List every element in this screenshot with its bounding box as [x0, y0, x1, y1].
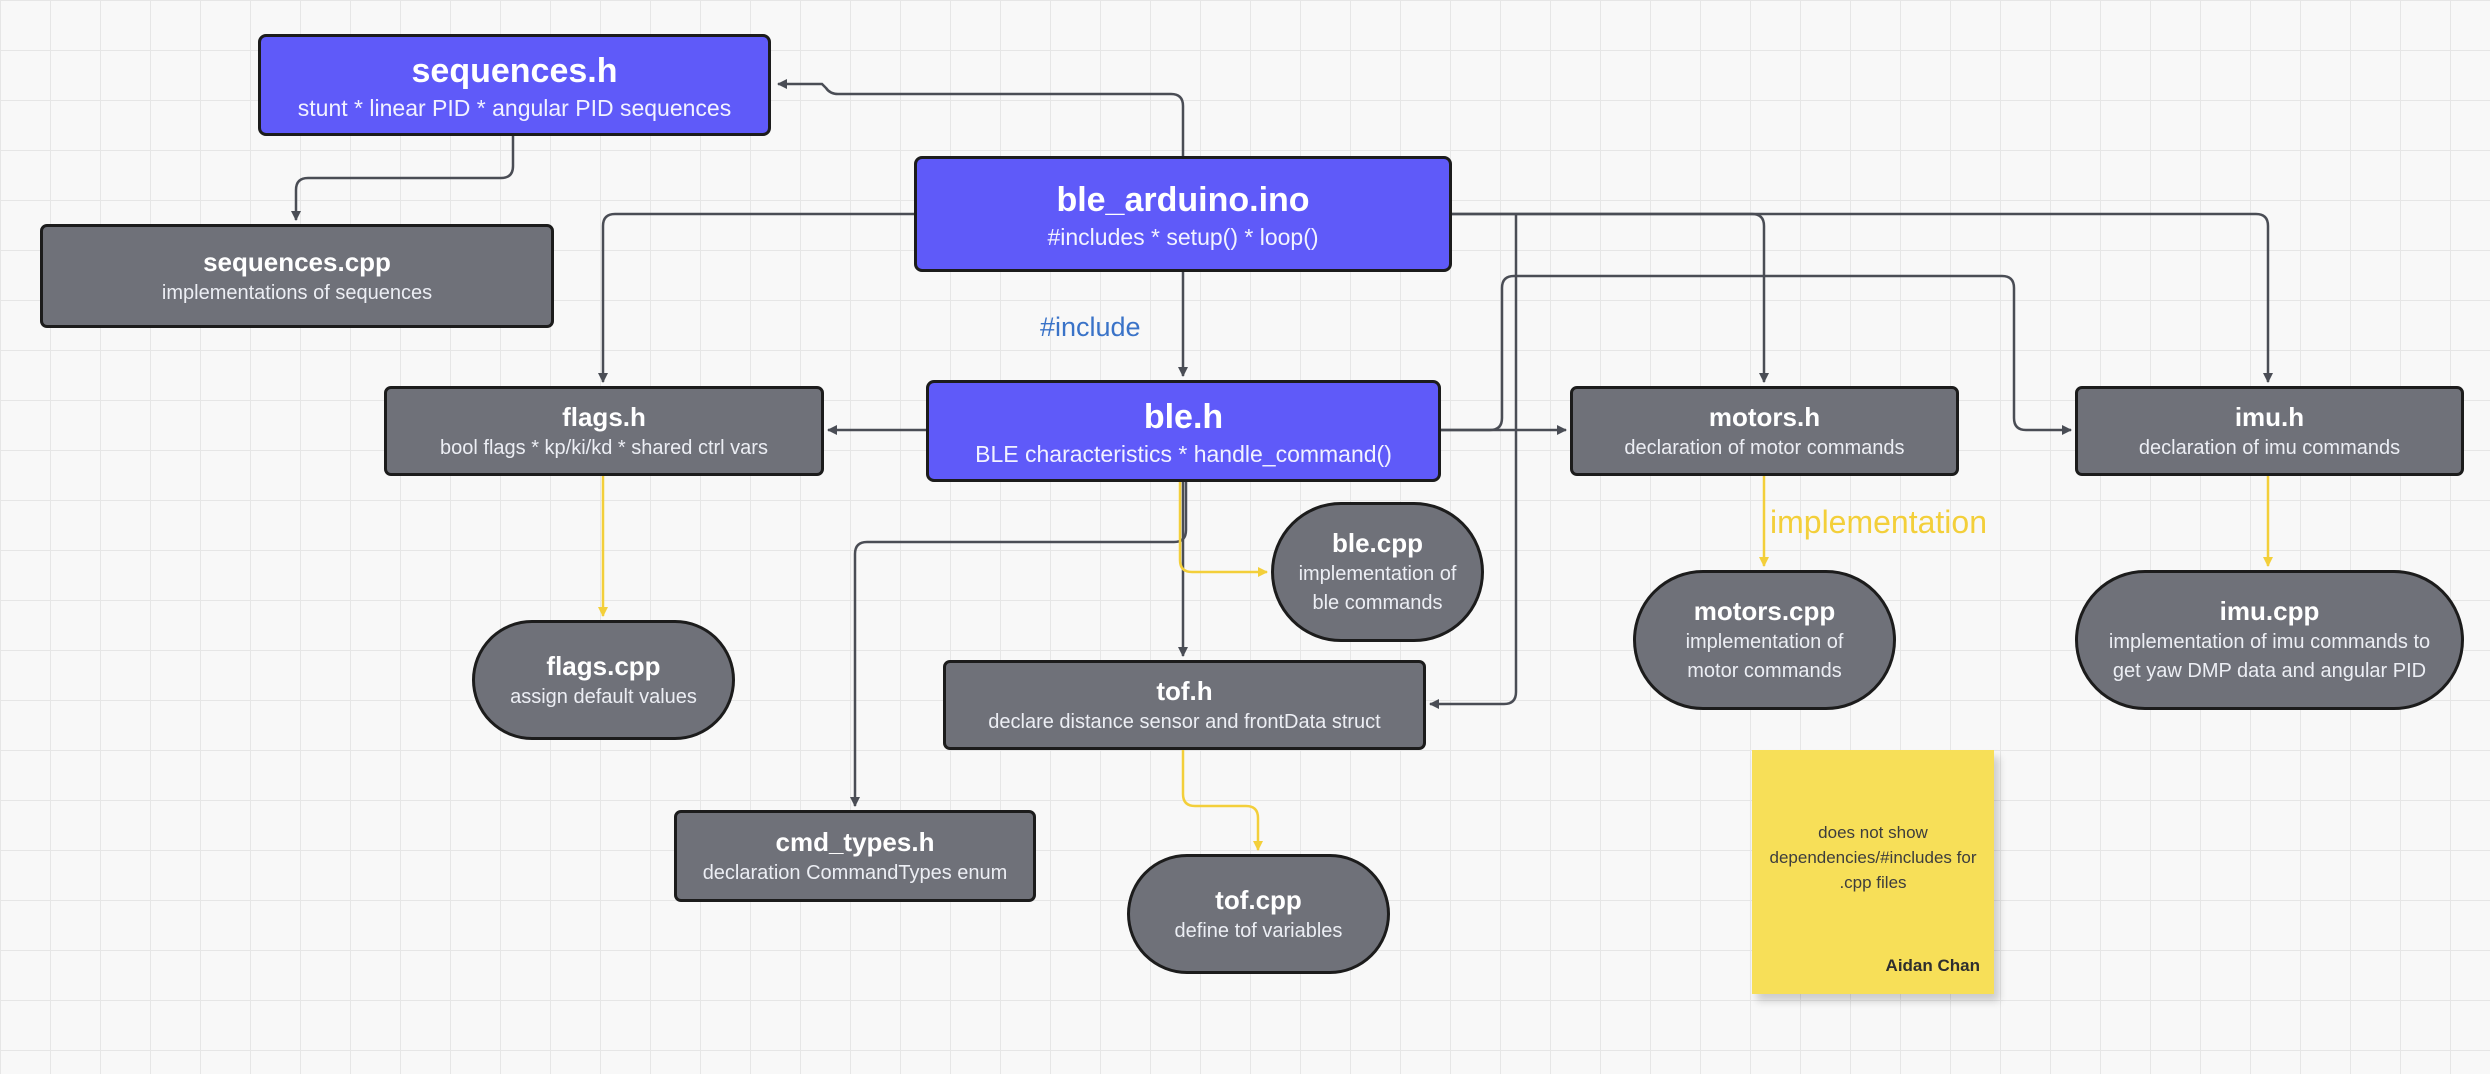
node-title: ble.h [1143, 397, 1224, 436]
node-desc: implementation of motor commands [1685, 631, 1844, 682]
node-title: motors.h [1708, 401, 1821, 432]
node-desc: BLE characteristics * handle_command() [975, 440, 1392, 467]
edge-ble-arduino-to-sequences-h [777, 79, 1185, 156]
edge-label-include: #include [1040, 312, 1141, 342]
node-flags-h[interactable]: flags.h bool flags * kp/ki/kd * shared c… [384, 386, 824, 476]
node-motors-h[interactable]: motors.h declaration of motor commands [1570, 386, 1959, 476]
node-sequences-cpp[interactable]: sequences.cpp implementations of sequenc… [40, 224, 554, 328]
node-imu-h[interactable]: imu.h declaration of imu commands [2075, 386, 2464, 476]
node-title: tof.cpp [1215, 884, 1302, 915]
node-desc: declare distance sensor and frontData st… [988, 710, 1381, 733]
node-ble-h[interactable]: ble.h BLE characteristics * handle_comma… [926, 380, 1441, 482]
node-sequences-h[interactable]: sequences.h stunt * linear PID * angular… [258, 34, 771, 136]
node-desc: stunt * linear PID * angular PID sequenc… [297, 94, 732, 121]
node-title: imu.h [2234, 401, 2305, 432]
node-cmd-types-h[interactable]: cmd_types.h declaration CommandTypes enu… [674, 810, 1036, 902]
node-title: flags.h [562, 401, 646, 432]
sticky-note-author: Aidan Chan [1885, 956, 1980, 975]
edge-ble-arduino-to-tof-h [1429, 214, 1518, 709]
edge-ble-arduino-to-imu-h [1452, 212, 2273, 383]
node-tof-h[interactable]: tof.h declare distance sensor and frontD… [943, 660, 1426, 750]
edge-ble-h-to-cmd-types-h [850, 482, 1188, 807]
edge-label-implementation: implementation [1770, 504, 1987, 540]
edge-sequences-h-to-sequences-cpp [291, 136, 515, 221]
edge-ble-h-to-ble-cpp [1178, 482, 1268, 577]
node-title: flags.cpp [546, 650, 661, 681]
node-title: motors.cpp [1693, 596, 1836, 626]
edge-ble-h-to-imu-h [1441, 274, 2072, 435]
node-title: imu.cpp [2219, 596, 2320, 626]
node-desc: declaration CommandTypes enum [702, 861, 1008, 884]
edge-tof-h-to-tof-cpp [1181, 750, 1263, 851]
node-desc: assign default values [510, 685, 697, 708]
node-desc: declaration of imu commands [2138, 436, 2401, 459]
node-flags-cpp[interactable]: flags.cpp assign default values [472, 620, 735, 740]
node-ble-arduino-ino[interactable]: ble_arduino.ino #includes * setup() * lo… [914, 156, 1452, 272]
node-desc: implementation of ble commands [1298, 563, 1457, 614]
node-desc: declaration of motor commands [1624, 436, 1905, 459]
node-motors-cpp[interactable]: motors.cpp implementation of motor comma… [1633, 570, 1896, 710]
node-title: ble.cpp [1331, 528, 1423, 558]
sticky-note-text: does not show dependencies/#includes for… [1769, 823, 1977, 892]
node-imu-cpp[interactable]: imu.cpp implementation of imu commands t… [2075, 570, 2464, 710]
node-title: ble_arduino.ino [1056, 180, 1310, 219]
node-desc: define tof variables [1174, 919, 1343, 942]
edge-ble-arduino-to-motors-h [1452, 212, 1769, 383]
edge-ble-arduino-to-flags-h [598, 212, 914, 383]
node-desc: implementations of sequences [161, 281, 433, 304]
node-desc: implementation of imu commands to get ya… [2108, 631, 2431, 682]
node-desc: bool flags * kp/ki/kd * shared ctrl vars [440, 436, 768, 459]
sticky-note[interactable]: does not show dependencies/#includes for… [1752, 750, 1994, 994]
node-tof-cpp[interactable]: tof.cpp define tof variables [1127, 854, 1390, 974]
node-title: tof.h [1156, 675, 1213, 706]
node-title: cmd_types.h [775, 826, 935, 857]
node-title: sequences.h [411, 51, 618, 90]
node-desc: #includes * setup() * loop() [1047, 223, 1319, 250]
node-ble-cpp[interactable]: ble.cpp implementation of ble commands [1271, 502, 1484, 642]
node-title: sequences.cpp [203, 246, 391, 277]
